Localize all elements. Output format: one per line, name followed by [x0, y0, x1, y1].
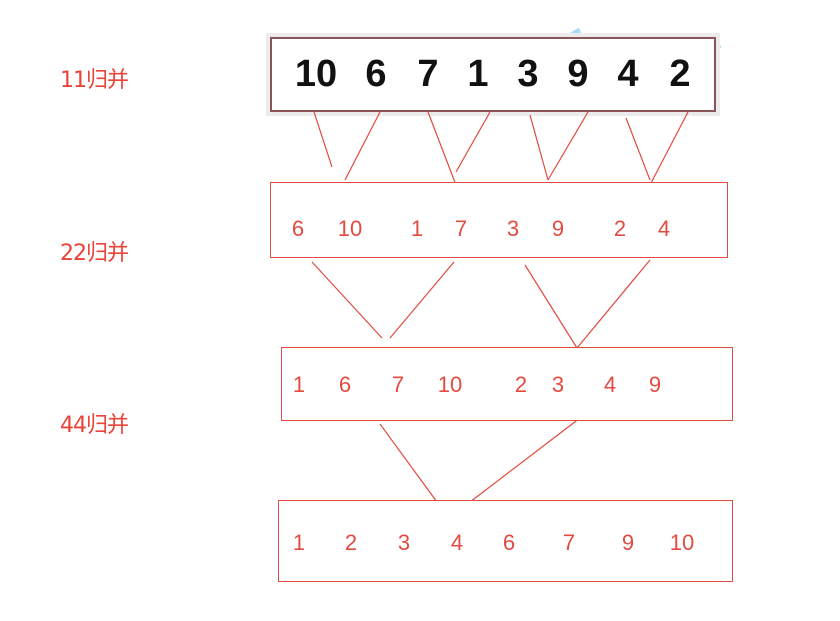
row2-number: 2 — [613, 216, 627, 241]
row4-number: 2 — [344, 530, 358, 555]
row4-number: 3 — [397, 530, 411, 555]
row2-number: 3 — [506, 216, 520, 241]
input-number: 1 — [467, 53, 489, 95]
row4-number: 9 — [621, 530, 635, 555]
row3-number: 2 — [514, 372, 528, 397]
row4-number: 4 — [450, 530, 464, 555]
input-array-box — [270, 37, 716, 112]
merge-level-1-label: 11归并 — [60, 68, 129, 93]
input-number: 6 — [365, 53, 387, 95]
merge-level-2-label: 22归并 — [60, 241, 129, 266]
input-number: 4 — [617, 53, 639, 95]
row3-number: 9 — [648, 372, 662, 397]
row4-number: 1 — [292, 530, 306, 555]
input-number: 7 — [417, 53, 439, 95]
row3-number: 1 — [292, 372, 306, 397]
row3-number: 7 — [391, 372, 405, 397]
input-number: 10 — [294, 53, 338, 95]
input-number: 3 — [517, 53, 539, 95]
merge-2-result-numbers: 6 10 1 7 3 9 2 4 — [0, 216, 840, 246]
row2-number: 1 — [410, 216, 424, 241]
row2-number: 6 — [291, 216, 305, 241]
row4-number: 7 — [562, 530, 576, 555]
input-array-numbers: 10 6 7 1 3 9 4 2 — [0, 37, 840, 112]
merge-4-result-numbers: 1 6 7 10 2 3 4 9 — [0, 372, 840, 402]
row3-number: 6 — [338, 372, 352, 397]
row3-number: 3 — [551, 372, 565, 397]
merge-4-result-box — [281, 347, 733, 421]
input-number: 2 — [669, 53, 691, 95]
row2-number: 7 — [454, 216, 468, 241]
row2-number: 4 — [657, 216, 671, 241]
merge-8-result-box — [278, 500, 733, 582]
row4-number: 6 — [502, 530, 516, 555]
row3-number: 10 — [437, 372, 463, 397]
row3-number: 4 — [603, 372, 617, 397]
row2-number: 10 — [337, 216, 363, 241]
input-number: 9 — [567, 53, 589, 95]
merge-level-3-label: 44归并 — [60, 413, 129, 438]
merge-2-result-box — [270, 182, 728, 258]
merge-8-result-numbers: 1 2 3 4 6 7 9 10 — [0, 530, 840, 560]
row2-number: 9 — [551, 216, 565, 241]
row4-number: 10 — [669, 530, 695, 555]
